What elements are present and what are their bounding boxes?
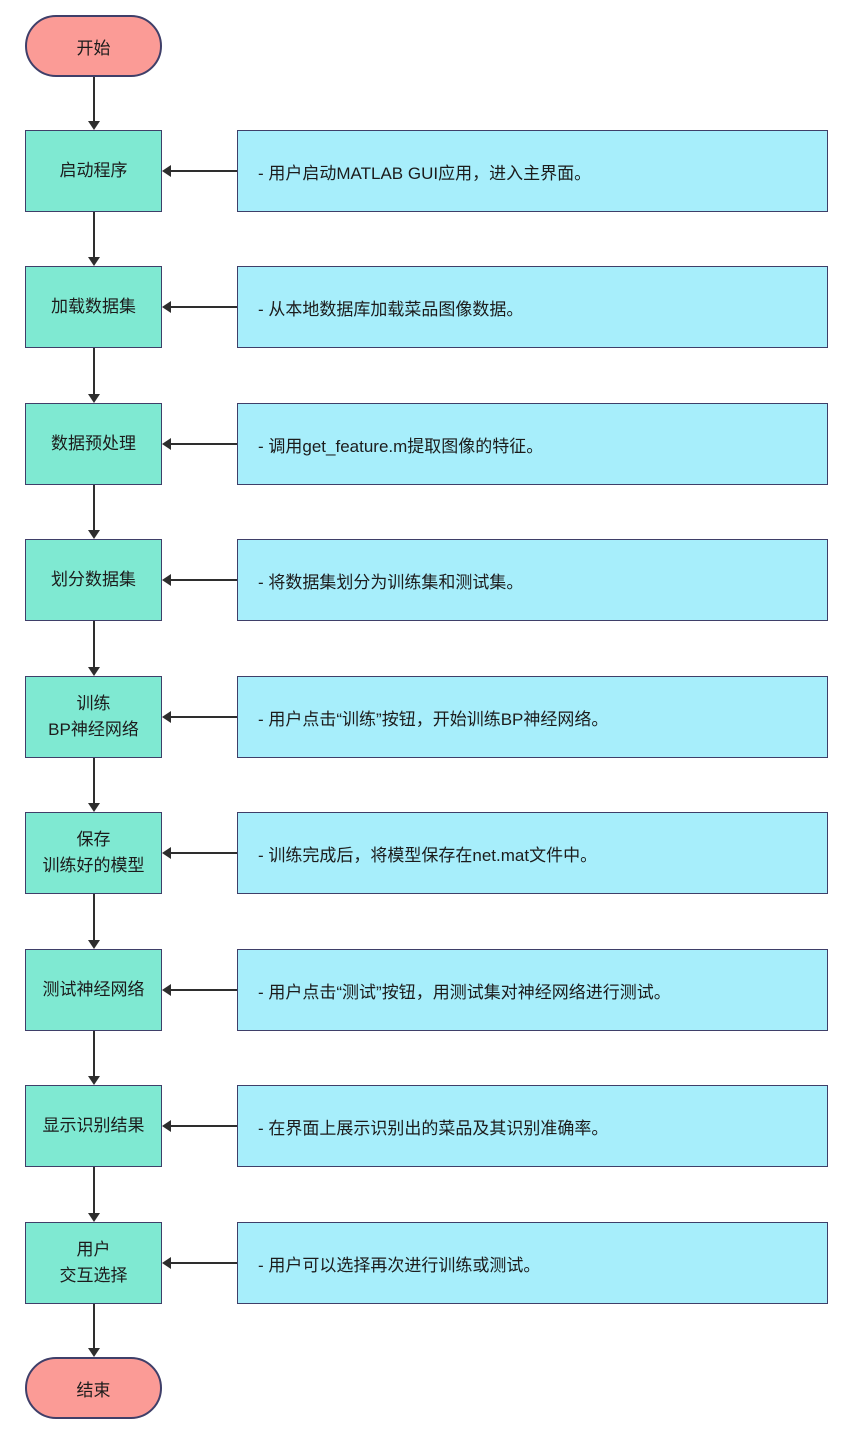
arrow-down-icon	[86, 1304, 101, 1357]
arrow-down-icon	[86, 1031, 101, 1085]
arrow-down-icon	[86, 485, 101, 539]
note-text: - 将数据集划分为训练集和测试集。	[258, 572, 524, 592]
note-text: - 从本地数据库加载菜品图像数据。	[258, 299, 524, 319]
note-box[interactable]: - 用户可以选择再次进行训练或测试。	[237, 1222, 828, 1304]
arrow-left-icon	[162, 300, 237, 314]
process-node-show-results[interactable]: 显示识别结果	[25, 1085, 162, 1167]
arrow-left-icon	[162, 983, 237, 997]
process-label: 测试神经网络	[42, 979, 145, 999]
arrow-left-icon	[162, 710, 237, 724]
arrow-left-icon	[162, 573, 237, 587]
process-label: 数据预处理	[51, 433, 136, 453]
note-text: - 在界面上展示识别出的菜品及其识别准确率。	[258, 1118, 609, 1138]
process-label: 划分数据集	[51, 569, 136, 589]
flow-row: 用户 交互选择 - 用户可以选择再次进行训练或测试。	[0, 1222, 849, 1304]
process-label: 训练 BP神经网络	[48, 693, 139, 739]
note-box[interactable]: - 从本地数据库加载菜品图像数据。	[237, 266, 828, 348]
end-node[interactable]: 结束	[25, 1357, 162, 1419]
process-label: 用户 交互选择	[59, 1239, 128, 1285]
process-node-start-program[interactable]: 启动程序	[25, 130, 162, 212]
start-node[interactable]: 开始	[25, 15, 162, 77]
note-box[interactable]: - 用户点击“训练”按钮，开始训练BP神经网络。	[237, 676, 828, 758]
note-text: - 调用get_feature.m提取图像的特征。	[258, 436, 544, 456]
note-box[interactable]: - 在界面上展示识别出的菜品及其识别准确率。	[237, 1085, 828, 1167]
arrow-left-icon	[162, 164, 237, 178]
arrow-down-icon	[86, 1167, 101, 1222]
arrow-left-icon	[162, 846, 237, 860]
note-box[interactable]: - 用户点击“测试”按钮，用测试集对神经网络进行测试。	[237, 949, 828, 1031]
flow-row: 数据预处理 - 调用get_feature.m提取图像的特征。	[0, 403, 849, 485]
note-box[interactable]: - 用户启动MATLAB GUI应用，进入主界面。	[237, 130, 828, 212]
flow-row: 保存 训练好的模型 - 训练完成后，将模型保存在net.mat文件中。	[0, 812, 849, 894]
start-label: 开始	[76, 38, 111, 58]
process-node-split-dataset[interactable]: 划分数据集	[25, 539, 162, 621]
process-label: 加载数据集	[51, 296, 136, 316]
arrow-down-icon	[86, 348, 101, 403]
process-node-load-dataset[interactable]: 加载数据集	[25, 266, 162, 348]
arrow-down-icon	[86, 758, 101, 812]
process-label: 保存 训练好的模型	[42, 829, 145, 875]
flow-row: 训练 BP神经网络 - 用户点击“训练”按钮，开始训练BP神经网络。	[0, 676, 849, 758]
note-text: - 用户点击“测试”按钮，用测试集对神经网络进行测试。	[258, 982, 671, 1002]
note-text: - 用户可以选择再次进行训练或测试。	[258, 1255, 541, 1275]
process-node-save-model[interactable]: 保存 训练好的模型	[25, 812, 162, 894]
process-node-train-bp-network[interactable]: 训练 BP神经网络	[25, 676, 162, 758]
process-node-user-choice[interactable]: 用户 交互选择	[25, 1222, 162, 1304]
arrow-left-icon	[162, 1119, 237, 1133]
process-label: 显示识别结果	[42, 1115, 145, 1135]
arrow-left-icon	[162, 1256, 237, 1270]
arrow-left-icon	[162, 437, 237, 451]
flow-row: 加载数据集 - 从本地数据库加载菜品图像数据。	[0, 266, 849, 348]
arrow-down-icon	[86, 212, 101, 266]
flow-row: 启动程序 - 用户启动MATLAB GUI应用，进入主界面。	[0, 130, 849, 212]
note-text: - 用户点击“训练”按钮，开始训练BP神经网络。	[258, 709, 609, 729]
flow-row: 显示识别结果 - 在界面上展示识别出的菜品及其识别准确率。	[0, 1085, 849, 1167]
process-label: 启动程序	[59, 160, 128, 180]
process-node-preprocess-data[interactable]: 数据预处理	[25, 403, 162, 485]
flow-row: 划分数据集 - 将数据集划分为训练集和测试集。	[0, 539, 849, 621]
flow-row: 测试神经网络 - 用户点击“测试”按钮，用测试集对神经网络进行测试。	[0, 949, 849, 1031]
note-box[interactable]: - 将数据集划分为训练集和测试集。	[237, 539, 828, 621]
arrow-down-icon	[86, 621, 101, 676]
process-node-test-network[interactable]: 测试神经网络	[25, 949, 162, 1031]
note-box[interactable]: - 训练完成后，将模型保存在net.mat文件中。	[237, 812, 828, 894]
note-text: - 训练完成后，将模型保存在net.mat文件中。	[258, 845, 598, 865]
note-box[interactable]: - 调用get_feature.m提取图像的特征。	[237, 403, 828, 485]
arrow-down-icon	[86, 894, 101, 949]
note-text: - 用户启动MATLAB GUI应用，进入主界面。	[258, 163, 592, 183]
arrow-down-icon	[86, 77, 101, 130]
end-label: 结束	[76, 1380, 111, 1400]
